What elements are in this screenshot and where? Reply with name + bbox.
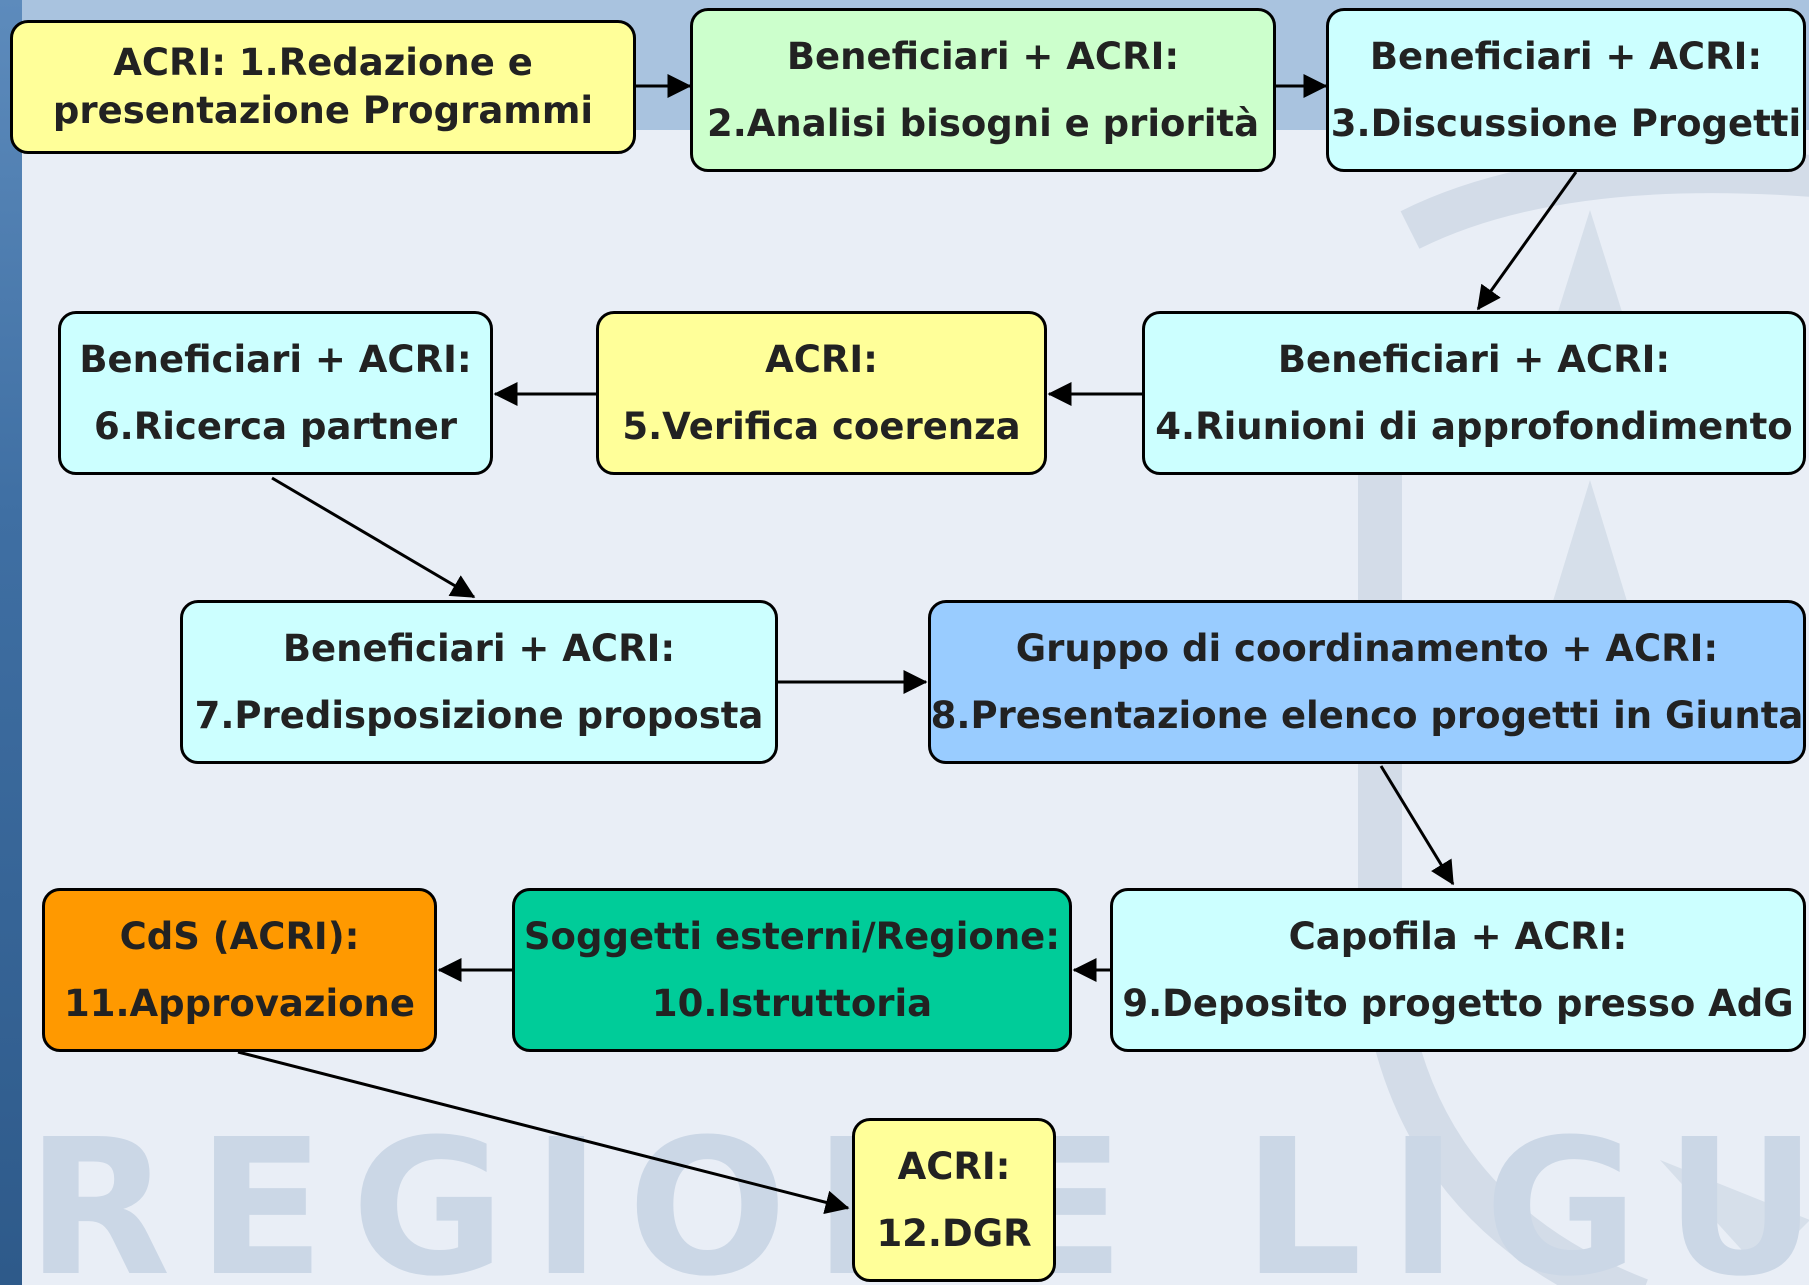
step-4-line-1: Beneficiari + ACRI: [1277, 338, 1671, 381]
step-7-line-2: 7.Predisposizione proposta [194, 694, 764, 737]
step-1-box: ACRI: 1.Redazione e presentazione Progra… [10, 20, 636, 154]
step-9-line-1: Capofila + ACRI: [1288, 915, 1628, 958]
step-11-line-2: 11.Approvazione [64, 982, 415, 1025]
step-8-line-1: Gruppo di coordinamento + ACRI: [1015, 627, 1719, 670]
step-2-line-2: 2.Analisi bisogni e priorità [706, 102, 1260, 145]
step-2-line-1: Beneficiari + ACRI: [786, 35, 1180, 78]
step-10-box: Soggetti esterni/Regione: 10.Istruttoria [512, 888, 1072, 1052]
step-4-line-2: 4.Riunioni di approfondimento [1155, 405, 1793, 448]
step-6-line-2: 6.Ricerca partner [93, 405, 458, 448]
step-2-box: Beneficiari + ACRI: 2.Analisi bisogni e … [690, 8, 1276, 172]
step-5-line-1: ACRI: [765, 338, 878, 381]
arrow-6-to-7 [271, 476, 476, 599]
step-8-box: Gruppo di coordinamento + ACRI: 8.Presen… [928, 600, 1806, 764]
step-7-line-1: Beneficiari + ACRI: [282, 627, 676, 670]
step-1-line-1: ACRI: 1.Redazione e [113, 40, 533, 84]
step-8-line-2: 8.Presentazione elenco progetti in Giunt… [930, 694, 1804, 737]
step-3-box: Beneficiari + ACRI: 3.Discussione Proget… [1326, 8, 1806, 172]
step-9-line-2: 9.Deposito progetto presso AdG [1122, 982, 1794, 1025]
arrow-8-to-9 [1379, 765, 1455, 886]
arrow-11-to-12 [237, 1050, 850, 1215]
step-11-line-1: CdS (ACRI): [119, 915, 360, 958]
arrow-3-to-4 [1476, 171, 1578, 311]
step-9-box: Capofila + ACRI: 9.Deposito progetto pre… [1110, 888, 1806, 1052]
step-7-box: Beneficiari + ACRI: 7.Predisposizione pr… [180, 600, 778, 764]
step-4-box: Beneficiari + ACRI: 4.Riunioni di approf… [1142, 311, 1806, 475]
step-10-line-1: Soggetti esterni/Regione: [523, 915, 1061, 958]
left-accent-bar [0, 0, 22, 1285]
step-10-line-2: 10.Istruttoria [651, 982, 933, 1025]
step-3-line-1: Beneficiari + ACRI: [1369, 35, 1763, 78]
step-11-box: CdS (ACRI): 11.Approvazione [42, 888, 437, 1052]
step-1-line-2: presentazione Programmi [52, 89, 594, 132]
step-3-line-2: 3.Discussione Progetti [1330, 102, 1802, 145]
step-6-box: Beneficiari + ACRI: 6.Ricerca partner [58, 311, 493, 475]
step-12-line-2: 12.DGR [876, 1212, 1032, 1255]
step-6-line-1: Beneficiari + ACRI: [79, 338, 472, 381]
step-5-line-2: 5.Verifica coerenza [622, 405, 1021, 448]
step-12-box: ACRI: 12.DGR [852, 1118, 1056, 1282]
step-5-box: ACRI: 5.Verifica coerenza [596, 311, 1047, 475]
step-12-line-1: ACRI: [897, 1145, 1011, 1188]
